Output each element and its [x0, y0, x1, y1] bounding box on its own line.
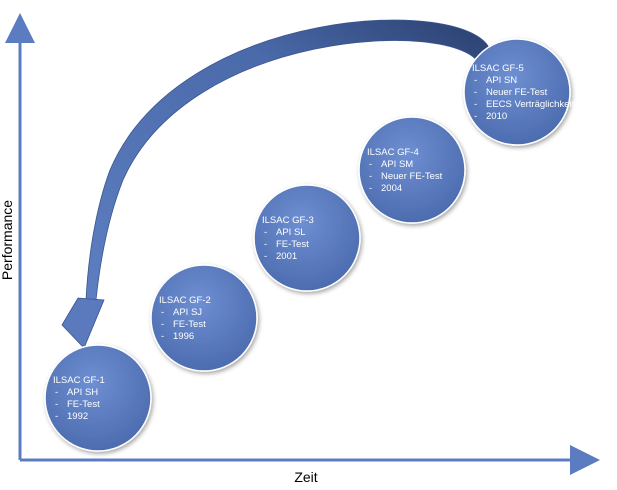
milestone-item: API SN — [486, 75, 517, 86]
milestone-circle — [150, 264, 258, 372]
milestone-circle — [463, 38, 571, 146]
milestone-item: API SM — [381, 159, 413, 170]
milestone-title: ILSAC GF-2 — [159, 295, 211, 306]
milestone-title: ILSAC GF-3 — [262, 215, 314, 226]
milestone-bullet: - — [264, 239, 267, 250]
milestone-bullet: - — [264, 227, 267, 238]
milestone-bullet: - — [55, 387, 58, 398]
x-axis-label: Zeit — [294, 469, 317, 485]
axes: Zeit Performance — [0, 13, 600, 485]
milestone-gf-2: ILSAC GF-2-API SJ-FE-Test-1996 — [150, 264, 258, 372]
milestone-item: EECS Verträglichkeit — [486, 99, 575, 110]
milestone-bullet: - — [369, 159, 372, 170]
milestone-item: 2001 — [276, 251, 297, 262]
milestone-gf-4: ILSAC GF-4-API SM-Neuer FE-Test-2004 — [358, 116, 466, 224]
milestone-item: Neuer FE-Test — [381, 171, 443, 182]
milestone-item: FE-Test — [173, 319, 206, 330]
milestone-item: 2010 — [486, 111, 507, 122]
milestone-gf-1: ILSAC GF-1-API SH-FE-Test-1992 — [44, 344, 152, 452]
milestone-item: Neuer FE-Test — [486, 87, 548, 98]
milestone-item: FE-Test — [67, 399, 100, 410]
curved-arrow-head — [61, 297, 105, 349]
milestone-gf-5: ILSAC GF-5-API SN-Neuer FE-Test-EECS Ver… — [463, 38, 575, 146]
milestone-bullet: - — [264, 251, 267, 262]
milestone-bullet: - — [474, 75, 477, 86]
milestone-gf-3: ILSAC GF-3-API SL-FE-Test-2001 — [253, 184, 361, 292]
milestone-bullet: - — [474, 99, 477, 110]
milestone-circle — [358, 116, 466, 224]
milestone-item: FE-Test — [276, 239, 309, 250]
milestone-title: ILSAC GF-1 — [53, 375, 105, 386]
milestone-circle — [44, 344, 152, 452]
milestone-item: API SL — [276, 227, 306, 238]
milestone-title: ILSAC GF-5 — [472, 63, 524, 74]
milestone-bullet: - — [474, 111, 477, 122]
milestone-item: 1992 — [67, 411, 88, 422]
milestone-item: 1996 — [173, 331, 194, 342]
y-axis-label: Performance — [0, 200, 15, 280]
milestone-title: ILSAC GF-4 — [367, 147, 419, 158]
milestone-bullet: - — [55, 411, 58, 422]
milestone-bullet: - — [161, 331, 164, 342]
milestone-item: 2004 — [381, 183, 402, 194]
milestone-bullet: - — [161, 319, 164, 330]
milestone-bullet: - — [55, 399, 58, 410]
curved-return-arrow — [61, 19, 491, 349]
milestone-circle — [253, 184, 361, 292]
milestone-bullet: - — [369, 171, 372, 182]
milestone-item: API SH — [67, 387, 98, 398]
milestone-item: API SJ — [173, 307, 202, 318]
milestone-bullet: - — [161, 307, 164, 318]
milestone-bullet: - — [369, 183, 372, 194]
milestone-bullet: - — [474, 87, 477, 98]
